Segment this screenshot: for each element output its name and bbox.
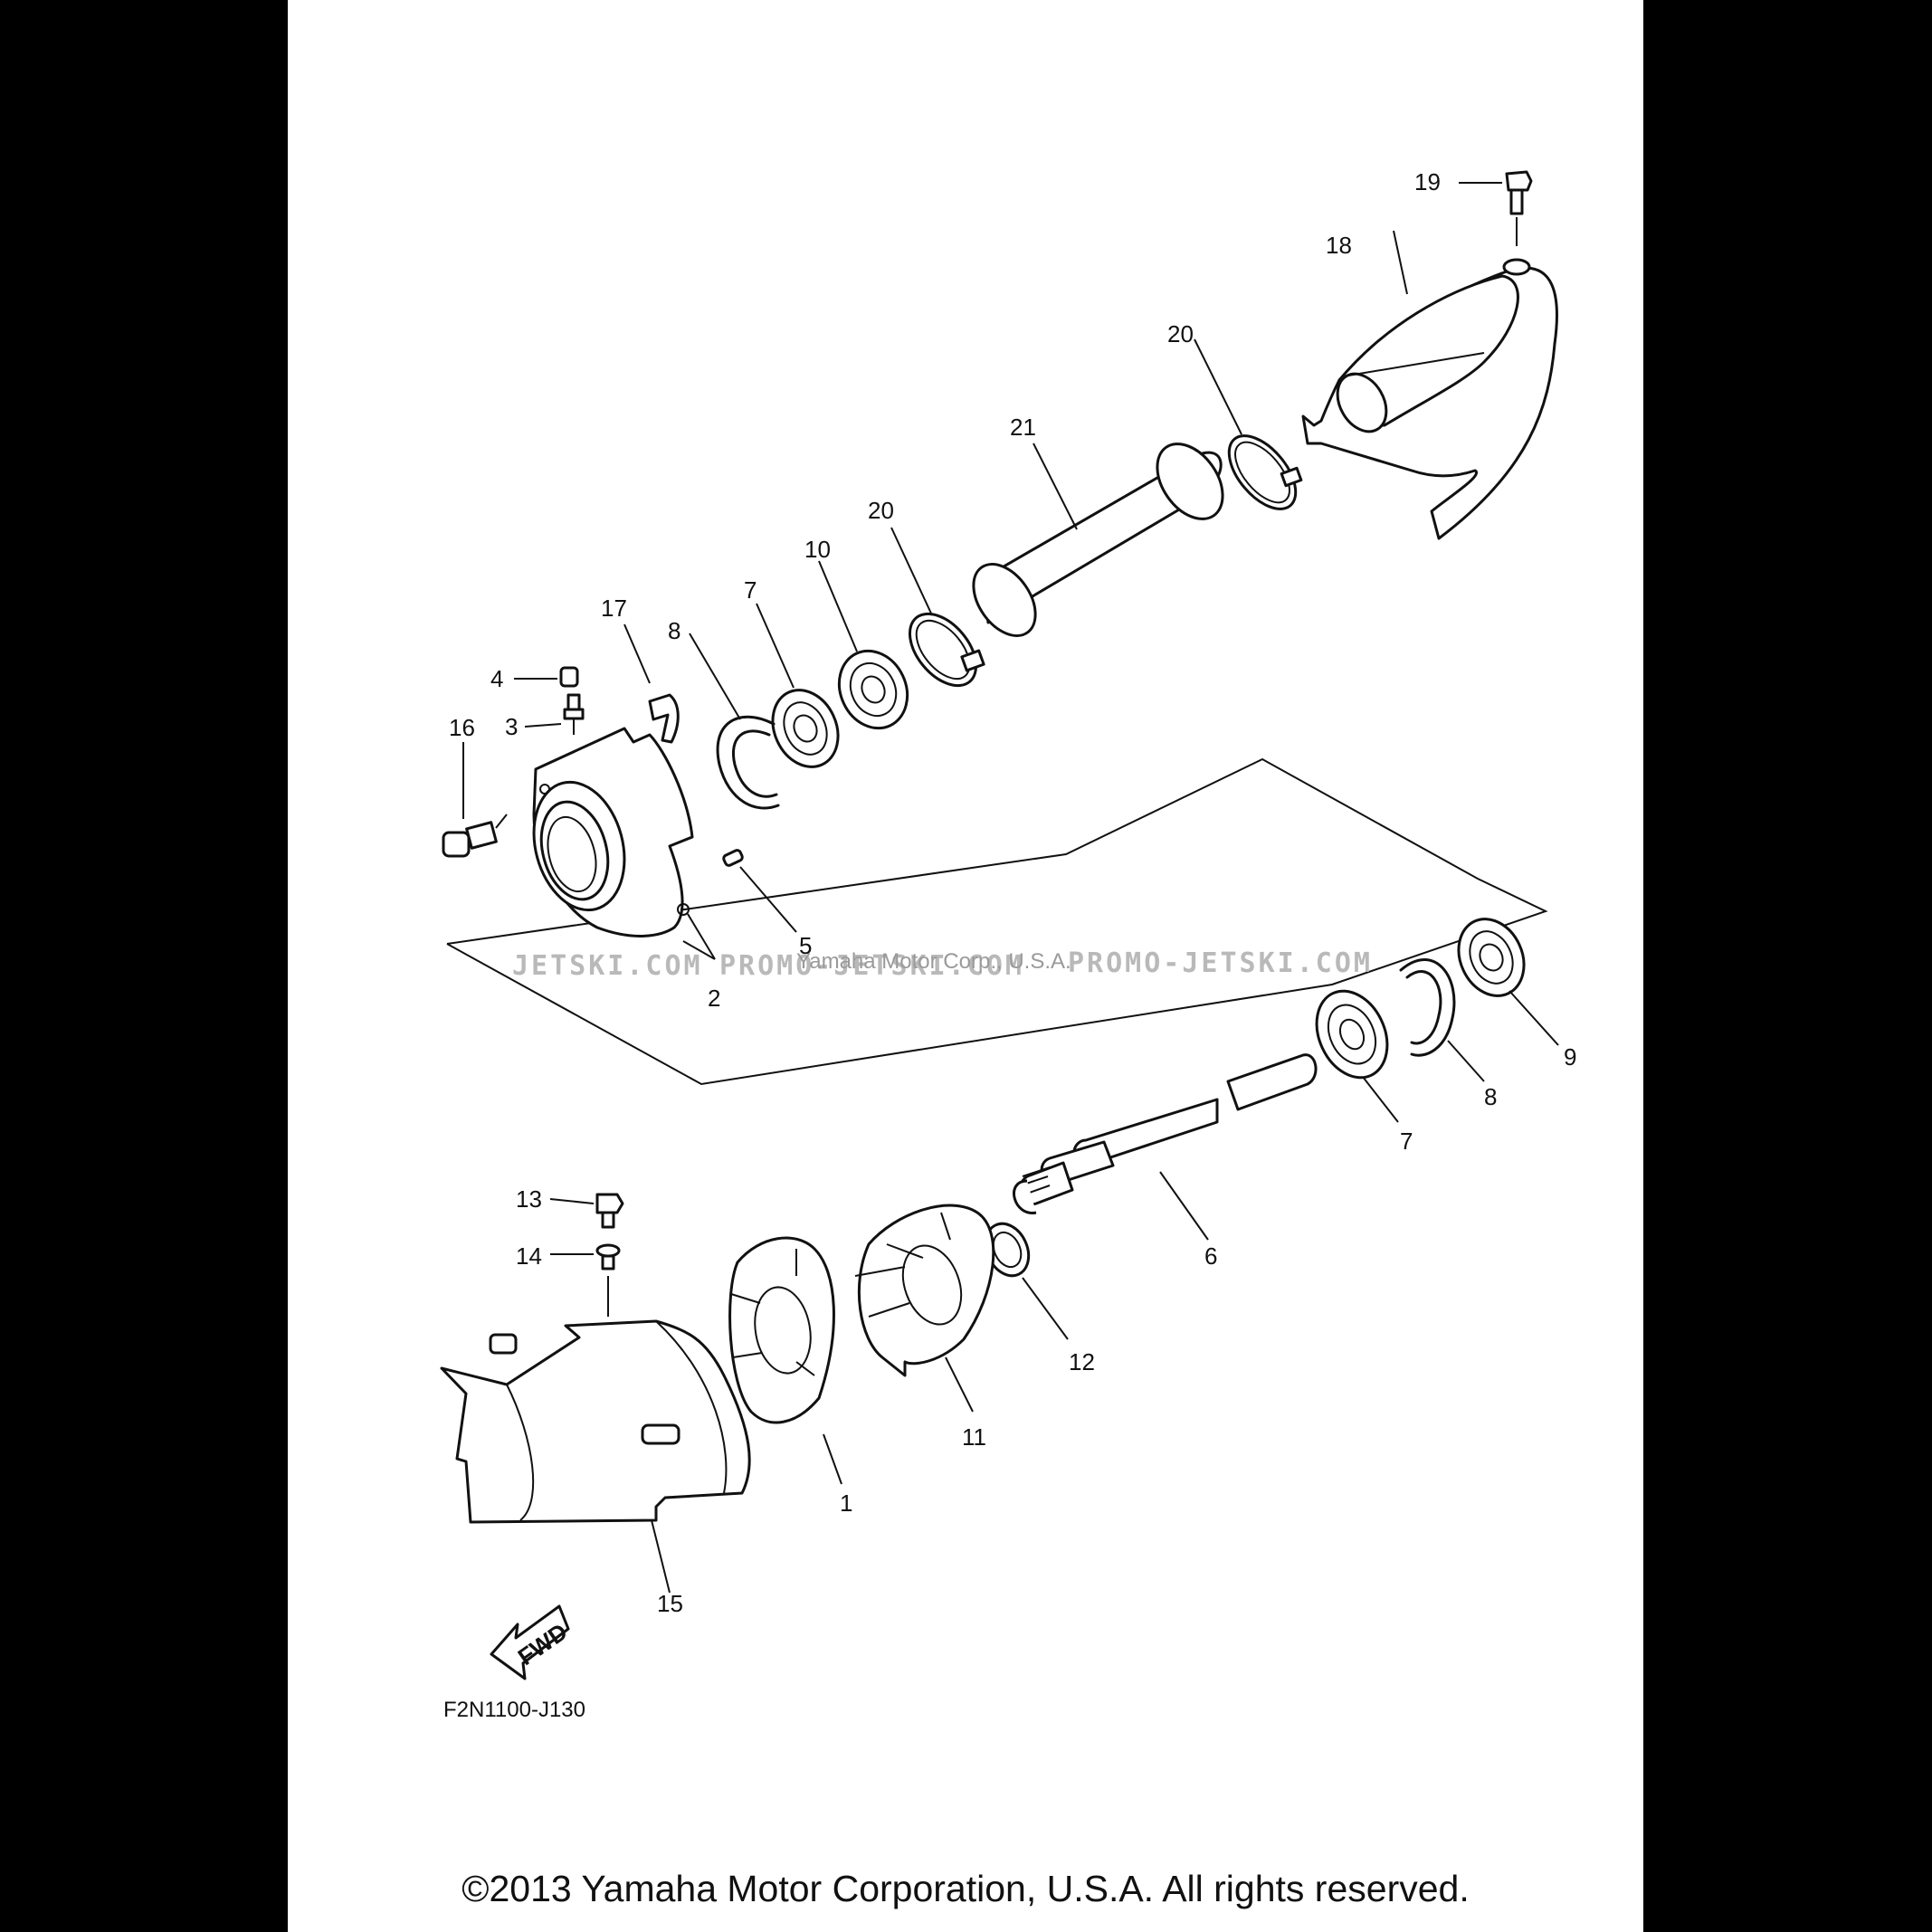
bolt-16 [442, 742, 508, 858]
circlip-8-lower [1399, 958, 1485, 1082]
grease-nipple-3 [524, 693, 585, 735]
jet-nozzle-18 [1301, 230, 1558, 540]
bolt-19 [1459, 170, 1533, 246]
label-13: 13 [516, 1185, 542, 1213]
bearing-7-lower [1315, 989, 1399, 1123]
cap-4 [514, 666, 579, 688]
watermark-left: JETSKI.COM [512, 950, 703, 982]
label-7-lower: 7 [1400, 1128, 1413, 1155]
label-9: 9 [1564, 1043, 1576, 1071]
clip-17 [623, 623, 680, 744]
label-8-upper: 8 [668, 617, 680, 644]
washer-14 [550, 1243, 621, 1317]
hose-21 [972, 443, 1224, 637]
label-10: 10 [804, 536, 831, 563]
label-8-lower: 8 [1484, 1083, 1497, 1110]
label-18: 18 [1326, 232, 1352, 259]
label-2: 2 [708, 985, 720, 1012]
bearing-7-upper [756, 603, 840, 768]
bolt-13 [549, 1193, 624, 1229]
watermark-center: Yamaha Motor Corp., U.S.A. [796, 949, 1071, 974]
label-19: 19 [1414, 168, 1441, 195]
dowel-pin-5 [722, 849, 797, 933]
label-12: 12 [1069, 1348, 1095, 1375]
label-15: 15 [657, 1590, 683, 1617]
watermark-right: PROMO-JETSKI.COM [1068, 947, 1373, 979]
bearing-housing-2 [532, 727, 716, 960]
label-14: 14 [516, 1242, 542, 1270]
label-1: 1 [840, 1489, 852, 1517]
hose-clamp-20-upper [1194, 338, 1303, 510]
bearing-9 [1457, 918, 1559, 1046]
coupler-11 [854, 1204, 995, 1413]
assembly-outline [446, 757, 1548, 1086]
label-20-lower: 20 [868, 497, 894, 524]
figure-code: F2N1100-J130 [443, 1698, 585, 1722]
bearing-10 [818, 560, 909, 730]
label-17: 17 [601, 595, 627, 622]
label-20-upper: 20 [1167, 320, 1194, 347]
fwd-arrow-icon: FWD [490, 1604, 572, 1680]
label-6: 6 [1204, 1242, 1217, 1270]
watermark-mid: PROMO-JETSKI.COM [719, 950, 1024, 982]
hose-clamp-20-lower [890, 527, 985, 688]
circlip-8-upper [689, 633, 780, 810]
damper-1 [728, 1236, 842, 1485]
drive-shaft-6 [1013, 1053, 1318, 1241]
label-16: 16 [449, 714, 475, 741]
label-11: 11 [962, 1423, 986, 1451]
label-5: 5 [799, 932, 812, 959]
pump-cover-15 [440, 1319, 751, 1594]
label-3: 3 [505, 713, 518, 740]
label-4: 4 [490, 665, 503, 692]
copyright-notice: ©2013 Yamaha Motor Corporation, U.S.A. A… [462, 1868, 1470, 1909]
label-7-upper: 7 [744, 576, 757, 604]
label-21: 21 [1010, 414, 1036, 441]
